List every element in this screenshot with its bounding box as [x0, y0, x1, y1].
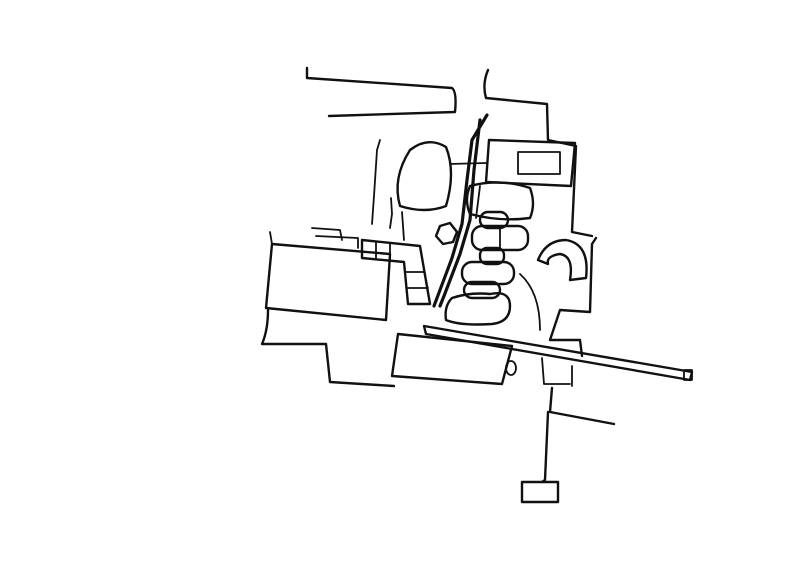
right-wing-outline: [548, 236, 598, 358]
small-round-marker: [505, 360, 517, 376]
pavilion-link-left: [389, 197, 393, 229]
right-curved-pavilion: [536, 238, 588, 282]
pod-5: [462, 280, 502, 300]
top-right-inner-block: [484, 138, 577, 188]
diagonal-spine-walkway: [432, 113, 489, 308]
long-bar-building: [422, 324, 694, 382]
top-right-courtyard: [517, 151, 561, 175]
west-boundary-line: [371, 139, 381, 225]
rounded-pavilion: [396, 141, 453, 212]
top-left-building-outline: [305, 66, 457, 118]
pavilion-link-right: [401, 211, 405, 241]
bar-end-cap: [683, 369, 693, 381]
left-large-building: [264, 242, 392, 322]
small-entry-mark-2: [315, 235, 359, 249]
small-entry-mark-1: [311, 227, 343, 241]
lower-pod: [444, 292, 512, 326]
ell-block: [360, 238, 432, 306]
bar-stub-wall-1: [541, 357, 571, 385]
left-lower-wing: [260, 308, 396, 388]
pod-4: [460, 260, 516, 286]
hexagon-kiosk: [434, 221, 459, 246]
south-path: [540, 410, 550, 484]
pod-1: [478, 210, 510, 230]
pod-3: [478, 246, 506, 266]
left-building-west-edge: [269, 231, 273, 245]
south-boundary-line: [548, 386, 616, 426]
lower-middle-building: [390, 332, 514, 386]
top-pod: [465, 181, 535, 221]
south-small-block: [520, 480, 560, 504]
top-pod-divider: [475, 185, 481, 219]
right-curve-edge: [519, 273, 541, 331]
